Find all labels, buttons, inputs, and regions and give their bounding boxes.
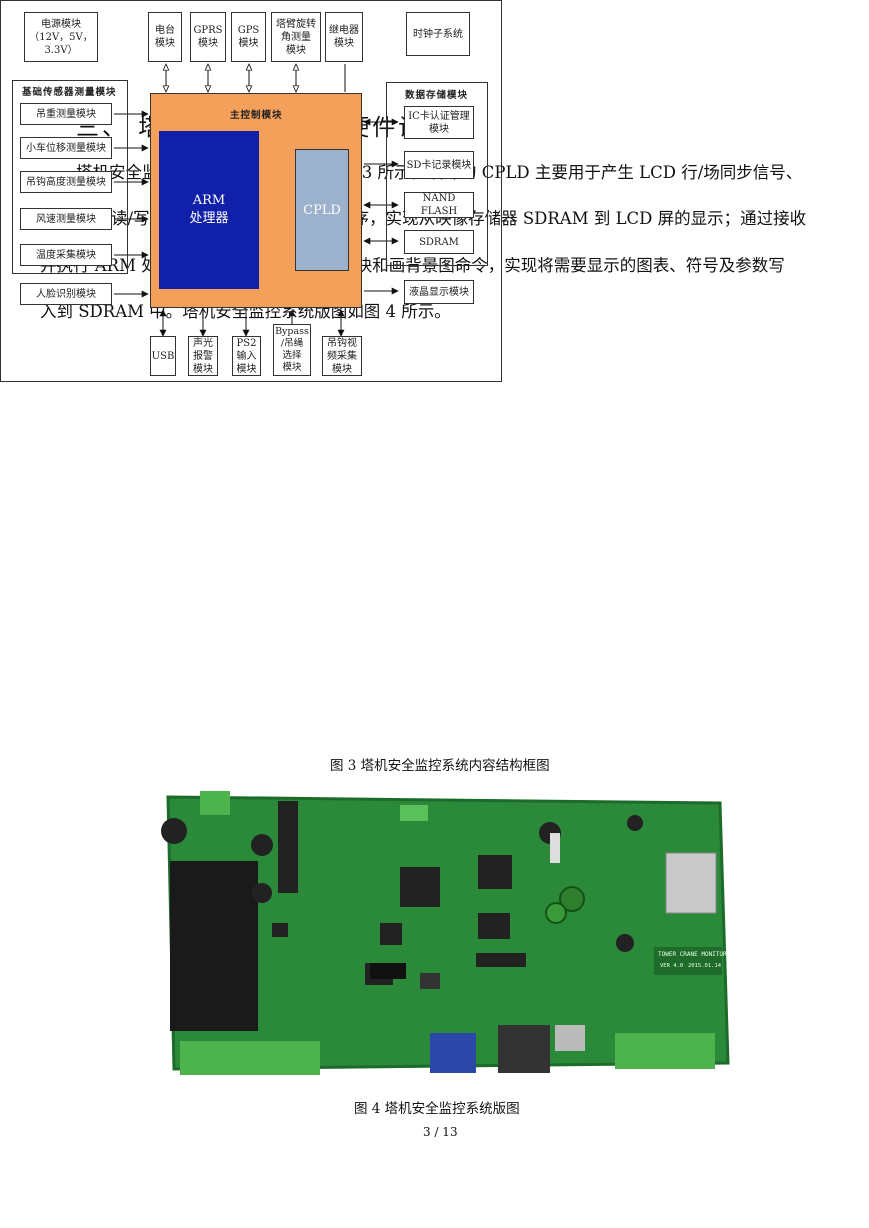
hook-video-module: 吊钩视 频采集 模块 <box>322 336 362 376</box>
main-control-title: 主控制模块 <box>230 110 283 121</box>
page-number: 3 / 13 <box>423 1125 458 1139</box>
relay-module: 继电器 模块 <box>325 12 363 62</box>
storage-group <box>386 82 488 266</box>
figure-4-caption: 图 4 塔机安全监控系统版图 <box>354 1101 520 1117</box>
gprs-module: GPRS 模块 <box>190 12 226 62</box>
sensor-temperature: 温度采集模块 <box>20 244 112 266</box>
ic-card-module: IC卡认证管理 模块 <box>404 106 474 139</box>
nand-flash: NAND FLASH <box>404 192 474 218</box>
clock-subsystem: 时钟子系统 <box>406 12 470 56</box>
gps-module: GPS 模块 <box>231 12 266 62</box>
usb-module: USB <box>150 336 176 376</box>
board-silkscreen-version: VER 4.0 <box>660 963 684 969</box>
bypass-module: Bypass /吊绳 选择 模块 <box>273 324 311 376</box>
sensor-wind: 风速测量模块 <box>20 208 112 230</box>
pcb-board-photo: TOWER CRANE MONITOR VER 4.0 2015.01.14 <box>160 783 734 1079</box>
sd-card-module: SD卡记录模块 <box>404 151 474 179</box>
sensor-hook-height: 吊钩高度测量模块 <box>20 171 112 193</box>
face-recognition-module: 人脸识别模块 <box>20 283 112 305</box>
power-module: 电源模块 （12V，5V， 3.3V） <box>24 12 98 62</box>
ps2-module: PS2 输入 模块 <box>232 336 261 376</box>
sdram: SDRAM <box>404 230 474 254</box>
sensor-trolley: 小车位移测量模块 <box>20 137 112 159</box>
sensor-load: 吊重测量模块 <box>20 103 112 125</box>
diagram-connectors <box>114 0 399 337</box>
boom-angle-module: 塔臂旋转 角测量 模块 <box>271 12 321 62</box>
storage-group-title: 数据存储模块 <box>405 90 469 101</box>
arm-processor: ARM 处理器 <box>159 131 259 289</box>
alarm-module: 声光 报警 模块 <box>188 336 218 376</box>
sensor-group-title: 基础传感器测量模块 <box>22 87 117 98</box>
figure-3-caption: 图 3 塔机安全监控系统内容结构框图 <box>330 758 550 774</box>
radio-module: 电台 模块 <box>148 12 182 62</box>
board-silkscreen-date: 2015.01.14 <box>688 963 722 969</box>
sensor-group <box>12 80 128 274</box>
cpld: CPLD <box>295 149 349 271</box>
board-silkscreen-title: TOWER CRANE MONITOR <box>658 951 727 958</box>
system-block-diagram: 电源模块 （12V，5V， 3.3V） 电台 模块 GPRS 模块 GPS 模块… <box>0 0 502 382</box>
lcd-module: 液晶显示模块 <box>404 280 474 304</box>
